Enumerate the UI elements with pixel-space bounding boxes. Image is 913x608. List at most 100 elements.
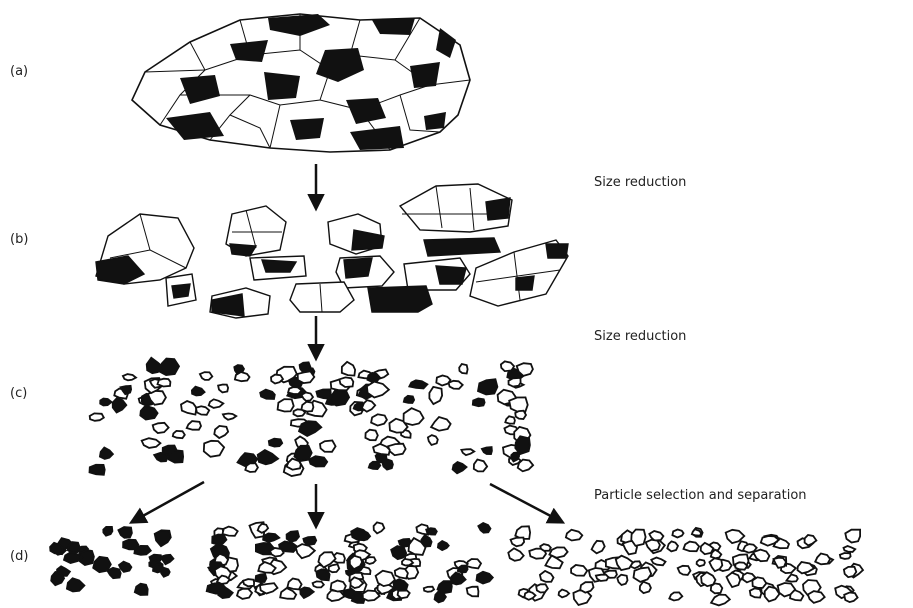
particle — [471, 397, 486, 408]
particle — [111, 397, 128, 414]
particle — [436, 580, 453, 595]
particle — [221, 525, 239, 537]
particle — [329, 579, 347, 593]
particle — [759, 535, 781, 547]
particle — [407, 536, 427, 556]
panel-label-a: (a) — [10, 64, 29, 79]
particle — [364, 556, 377, 565]
particle — [146, 389, 167, 406]
particle — [328, 387, 351, 407]
particle — [117, 526, 133, 539]
step-label-size-reduction-1: Size reduction — [594, 175, 687, 190]
particle — [813, 552, 832, 566]
particle — [538, 569, 555, 583]
particle — [507, 376, 522, 388]
particle — [256, 448, 280, 466]
particle — [428, 385, 444, 406]
step-label-size-reduction-2: Size reduction — [594, 329, 687, 344]
particle — [708, 557, 724, 573]
particle — [171, 429, 186, 440]
particle — [402, 407, 425, 426]
particle — [390, 545, 408, 561]
particle — [842, 545, 857, 553]
particle — [748, 587, 763, 599]
panel-label-b: (b) — [10, 232, 29, 247]
particle — [300, 391, 315, 402]
particle — [66, 541, 81, 554]
particle — [425, 527, 438, 536]
step-label-particle-separation: Particle selection and separation — [594, 488, 807, 503]
particle — [133, 544, 153, 556]
particle — [340, 360, 357, 377]
particle — [796, 561, 816, 575]
particle — [544, 554, 564, 570]
particle — [338, 376, 355, 388]
particle — [838, 552, 852, 560]
particle — [211, 533, 228, 546]
particle — [286, 577, 303, 591]
particle — [267, 437, 284, 448]
particle — [296, 370, 316, 385]
particle — [285, 530, 300, 543]
particle — [709, 593, 732, 607]
particle — [709, 582, 724, 595]
panel-label-d: (d) — [10, 549, 29, 564]
particle — [523, 590, 537, 601]
particle — [308, 455, 329, 468]
particle — [429, 415, 452, 432]
particle — [350, 527, 370, 542]
particle — [327, 563, 341, 574]
particle — [465, 585, 480, 598]
particle — [244, 462, 259, 473]
particle — [388, 417, 409, 434]
particle — [397, 537, 413, 548]
particle — [285, 457, 302, 471]
particle — [648, 530, 665, 542]
particle — [117, 560, 133, 573]
particle — [365, 380, 391, 399]
particle — [133, 582, 149, 596]
particle — [185, 420, 202, 431]
particle — [366, 371, 382, 383]
particle — [98, 446, 115, 460]
particle — [302, 535, 318, 547]
arrow-to-tailings — [489, 482, 566, 524]
particle — [207, 398, 225, 409]
particle — [535, 583, 549, 594]
particle — [276, 398, 295, 413]
particle — [360, 399, 377, 413]
particle — [151, 421, 170, 434]
particle — [650, 556, 667, 567]
particle — [514, 435, 531, 456]
particle — [268, 547, 285, 558]
particle — [262, 532, 281, 543]
particle — [122, 538, 140, 551]
particle — [140, 437, 162, 449]
particle — [257, 560, 277, 574]
particle — [401, 557, 415, 567]
particle — [294, 543, 317, 560]
particle — [407, 379, 429, 390]
particle — [102, 526, 114, 537]
particle — [789, 589, 805, 602]
particle — [447, 379, 464, 390]
particle — [198, 371, 214, 381]
particle — [594, 573, 610, 582]
particle — [638, 580, 652, 595]
particle — [700, 571, 717, 588]
particle — [630, 528, 647, 547]
particle — [426, 434, 439, 447]
particle — [510, 451, 520, 463]
particle — [372, 442, 391, 456]
particle — [844, 528, 861, 544]
particle — [616, 573, 629, 587]
particle — [436, 539, 450, 552]
particle — [671, 528, 685, 539]
particle — [92, 555, 112, 574]
particle — [751, 548, 771, 563]
particle — [153, 529, 172, 548]
particle — [772, 556, 788, 569]
particle — [49, 541, 64, 556]
particle — [676, 564, 692, 576]
